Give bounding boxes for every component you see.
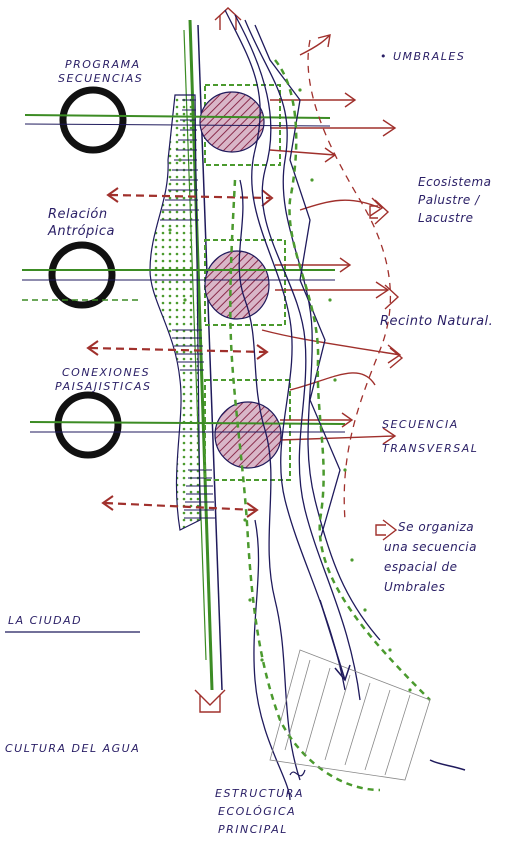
label-organiza: Se organiza xyxy=(398,520,474,534)
label-palustre: Palustre / xyxy=(418,193,480,207)
label-estructura: ESTRUCTURA xyxy=(215,787,304,800)
hatched-circle-middle xyxy=(205,251,269,319)
label-umbrales: • UMBRALES xyxy=(380,50,465,63)
ring-bottom xyxy=(58,395,118,455)
red-arrows xyxy=(262,35,400,444)
label-cultura-del-agua: CULTURA DEL AGUA xyxy=(5,742,140,755)
label-lacustre: Lacustre xyxy=(418,211,474,225)
label-transversal: TRANSVERSAL xyxy=(382,442,478,455)
label-programa: PROGRAMA xyxy=(65,58,141,71)
label-ecosistema: Ecosistema xyxy=(418,175,492,189)
label-umbrales-bottom: Umbrales xyxy=(384,580,445,594)
label-secuencias: SECUENCIAS xyxy=(58,72,143,85)
label-la-ciudad: LA CIUDAD xyxy=(8,614,82,627)
label-una-secuencia: una secuencia xyxy=(384,540,477,554)
hatched-circle-bottom xyxy=(215,402,281,468)
label-antropica: Antrópica xyxy=(48,224,115,239)
ring-top xyxy=(63,90,123,150)
squiggle-mark xyxy=(430,760,465,770)
label-ecologica: ECOLÓGICA xyxy=(218,805,296,818)
label-secuencia: SECUENCIA xyxy=(382,418,459,431)
hatched-circle-top xyxy=(200,92,264,152)
label-recinto: Recinto Natural. xyxy=(380,314,493,329)
label-principal: PRINCIPAL xyxy=(218,823,288,836)
label-paisajisticas: PAISAJISTICAS xyxy=(55,380,151,393)
label-espacial: espacial de xyxy=(384,560,458,574)
navy-arrow xyxy=(320,600,350,680)
ring-middle xyxy=(52,245,112,305)
label-conexiones: CONEXIONES xyxy=(62,366,150,379)
label-relacion: Relación xyxy=(48,207,108,222)
left-rings xyxy=(52,90,123,455)
